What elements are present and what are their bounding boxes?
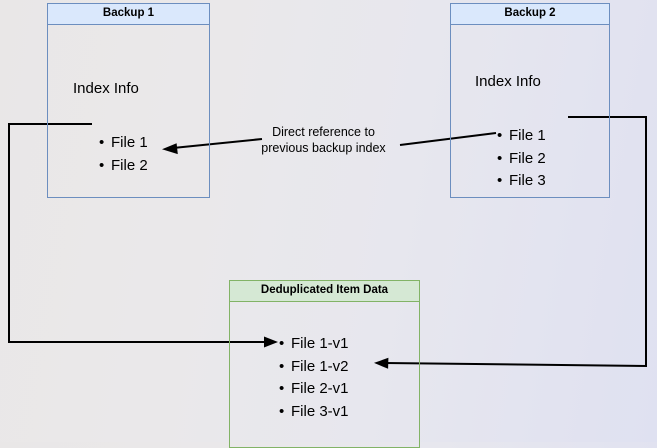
list-item: File 2 (99, 155, 148, 178)
list-item: File 2-v1 (279, 378, 349, 401)
backup-2-file-list: File 1 File 2 File 3 (497, 125, 546, 193)
dedup-header: Deduplicated Item Data (229, 280, 420, 302)
node-deduplicated-item-data[interactable]: Deduplicated Item Data File 1-v1 File 1-… (229, 280, 420, 448)
list-item: File 3-v1 (279, 401, 349, 424)
backup-1-file-list: File 1 File 2 (99, 132, 148, 177)
backup-2-body: Index Info File 1 File 2 File 3 (450, 25, 610, 198)
node-backup-2[interactable]: Backup 2 Index Info File 1 File 2 File 3 (450, 3, 610, 198)
backup-1-header: Backup 1 (47, 3, 210, 25)
backup-2-header: Backup 2 (450, 3, 610, 25)
annotation-direct-reference: Direct reference to previous backup inde… (261, 125, 386, 155)
list-item: File 1-v2 (279, 356, 349, 379)
backup-2-index-label: Index Info (475, 73, 541, 90)
list-item: File 2 (497, 148, 546, 171)
list-item: File 1 (99, 132, 148, 155)
list-item: File 1 (497, 125, 546, 148)
node-backup-1[interactable]: Backup 1 Index Info File 1 File 2 (47, 3, 210, 198)
dedup-body: File 1-v1 File 1-v2 File 2-v1 File 3-v1 (229, 302, 420, 448)
backup-1-index-label: Index Info (73, 80, 139, 97)
backup-1-body: Index Info File 1 File 2 (47, 25, 210, 198)
list-item: File 1-v1 (279, 333, 349, 356)
list-item: File 3 (497, 170, 546, 193)
dedup-file-list: File 1-v1 File 1-v2 File 2-v1 File 3-v1 (279, 333, 349, 423)
